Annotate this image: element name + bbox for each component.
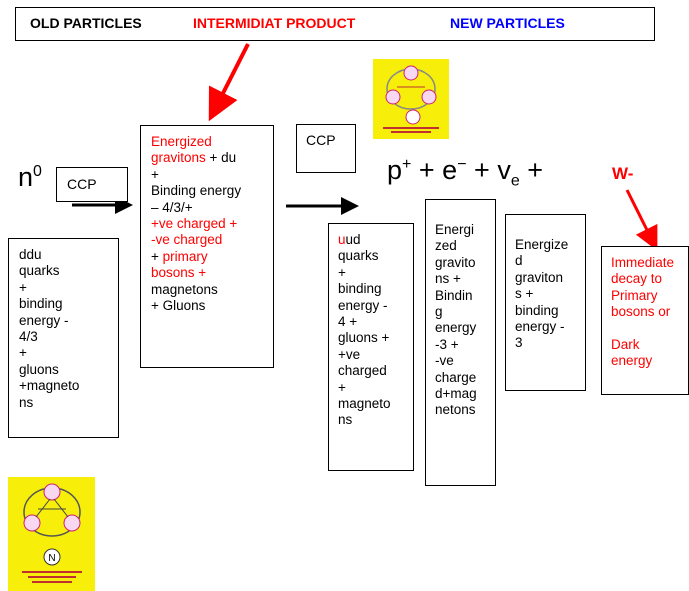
electron-box: Energi zed gravito ns + Bindin g energy … [425, 199, 496, 486]
ccp-box-1: CCP [56, 167, 128, 202]
ccp-box-2: CCP [296, 124, 356, 173]
red-arrow-w-decay [625, 189, 658, 251]
w-decay-text: Immediate decay to Primary bosons or Dar… [611, 255, 675, 369]
neutron-model-thumbnail: N [8, 477, 95, 591]
neutron-symbol: n0 [18, 162, 42, 192]
old-particles-box: ddu quarks + binding energy - 4/3 + gluo… [8, 238, 119, 438]
w-decay-box: Immediate decay to Primary bosons or Dar… [601, 246, 689, 395]
legend-new-particles: NEW PARTICLES [450, 15, 565, 31]
neutrino-box: Energize d graviton s + binding energy -… [505, 214, 586, 391]
neutrino-text: Energize d graviton s + binding energy -… [515, 237, 569, 351]
intermediate-product-box: Energized gravitons + du + Binding energ… [140, 125, 274, 368]
intermediate-text: Energized gravitons + du + Binding energ… [151, 134, 242, 314]
neutrino-symbol: ve [497, 155, 520, 190]
legend-old-particles: OLD PARTICLES [30, 15, 142, 31]
electron-symbol: e− [442, 155, 467, 185]
old-particles-text: ddu quarks + binding energy - 4/3 + gluo… [19, 247, 80, 410]
product-equation: p+ + e− + ve + [387, 155, 543, 190]
legend-bar [15, 7, 655, 41]
proton-text: uud quarks + binding energy - 4 + gluons… [338, 232, 391, 428]
electron-text: Energi zed gravito ns + Bindin g energy … [435, 222, 477, 418]
ccp-label-1: CCP [67, 176, 97, 192]
w-boson-label: W- [612, 164, 634, 183]
legend-intermediate-product: INTERMIDIAT PRODUCT [193, 15, 356, 31]
ccp-label-2: CCP [306, 132, 336, 148]
proton-box: uud quarks + binding energy - 4 + gluons… [328, 223, 414, 471]
neutron-thumb-label: N [48, 553, 55, 564]
proton-model-thumbnail [373, 59, 449, 139]
proton-symbol: p+ [387, 155, 412, 185]
